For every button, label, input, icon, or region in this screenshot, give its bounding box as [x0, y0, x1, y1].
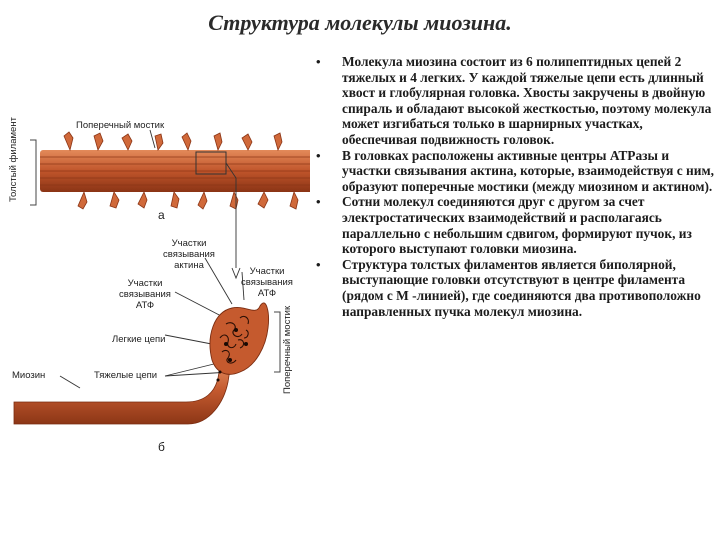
- label-b: б: [158, 440, 165, 454]
- bullet-dot: •: [316, 194, 321, 210]
- bullet-item: • В головках расположены активные центры …: [312, 148, 714, 195]
- bullet-text: В головках расположены активные центры А…: [342, 147, 714, 194]
- label-light-chains: Легкие цепи: [112, 334, 166, 345]
- bullet-item: • Сотни молекул соединяются друг с другом…: [312, 194, 714, 256]
- bullet-text: Сотни молекул соединяются друг с другом …: [342, 194, 692, 257]
- myosin-molecule: [13, 302, 269, 425]
- bullet-item: • Молекула миозина состоит из 6 полипепти…: [312, 54, 714, 148]
- label-cross-bridge-vertical: Поперечный мостик: [282, 305, 293, 394]
- thick-filament: [40, 131, 310, 210]
- bullet-text: Структура толстых филаментов является би…: [342, 256, 701, 319]
- label-a: а: [158, 208, 165, 222]
- label-myosin: Миозин: [12, 370, 46, 381]
- label-atp-sites: Участки связывания АТФ: [119, 278, 171, 311]
- bullet-text: Молекула миозина состоит из 6 полипептид…: [342, 54, 712, 147]
- bullet-item: • Структура толстых филаментов является б…: [312, 257, 714, 319]
- label-thick-filament: Толстый филамент: [8, 117, 19, 202]
- label-actin-sites-2: Участки связывания АТФ: [241, 266, 293, 299]
- label-actin-sites-1: Участки связывания актина: [163, 238, 215, 271]
- label-cross-bridge: Поперечный мостик: [76, 120, 165, 131]
- bullet-dot: •: [316, 54, 321, 69]
- bullet-dot: •: [316, 256, 321, 272]
- bullet-list: • Молекула миозина состоит из 6 полипепти…: [312, 54, 714, 319]
- label-heavy-chain: Тяжелые цепи: [94, 370, 158, 381]
- myosin-figure: [13, 129, 310, 425]
- slide-title: Структура молекулы миозина.: [208, 10, 512, 35]
- bullet-dot: •: [316, 147, 321, 163]
